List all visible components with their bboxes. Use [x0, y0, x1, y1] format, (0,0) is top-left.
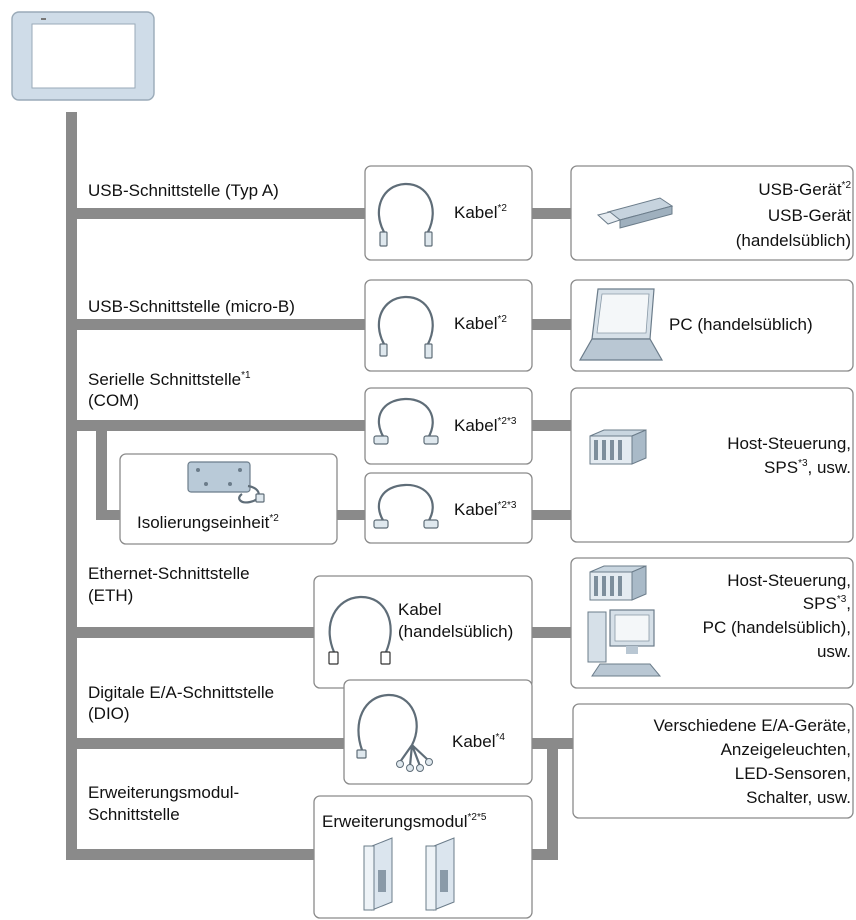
serial-cable-icon: [373, 483, 439, 529]
usb-cable-icon: [377, 295, 434, 359]
com-cable-box-1: Kabel*2*3: [364, 387, 533, 465]
dio-interface-label: Digitale E/A-Schnittstelle: [88, 683, 274, 702]
plc-eth-label: SPS*3,: [803, 594, 851, 613]
usb-a-interface-label: USB-Schnittstelle (Typ A): [88, 181, 279, 200]
dio-cable-icon: [356, 693, 433, 772]
host-controller-com-box: Host-Steuerung, SPS*3, usw.: [570, 387, 854, 543]
ethernet-cable-sublabel: (handelsüblich): [398, 622, 513, 641]
expansion-interface-label: Erweiterungsmodul-: [88, 783, 239, 802]
plc-label: SPS*3, usw.: [764, 458, 851, 477]
isolation-unit-icon: [187, 461, 265, 504]
io-devices-label-4: Schalter, usw.: [746, 788, 851, 807]
usb-micro-interface-label: USB-Schnittstelle (micro-B): [88, 297, 295, 316]
host-controller-eth-label: Host-Steuerung,: [727, 571, 851, 590]
usb-device-label: USB-Gerät*2: [758, 180, 851, 199]
plc-icon: [589, 429, 647, 465]
usb-micro-cable-label: Kabel*2: [454, 314, 507, 333]
pc-label: PC (handelsüblich): [669, 315, 813, 334]
io-devices-label-1: Verschiedene E/A-Geräte,: [653, 716, 851, 735]
laptop-icon: [578, 288, 664, 361]
usb-a-cable-box: Kabel*2: [364, 165, 533, 261]
plc-icon: [589, 565, 647, 601]
isolation-unit-box: Isolierungseinheit*2: [119, 453, 338, 545]
ethernet-cable-icon: [328, 595, 392, 665]
com-cable-label-2: Kabel*2*3: [454, 500, 517, 519]
usb-cable-icon: [377, 182, 434, 247]
expansion-module-box: Erweiterungsmodul*2*5: [313, 795, 533, 919]
host-controller-eth-box: Host-Steuerung, SPS*3, PC (handelsüblich…: [570, 557, 854, 689]
usb-micro-cable-box: Kabel*2: [364, 279, 533, 372]
com-cable-label-1: Kabel*2*3: [454, 416, 517, 435]
serial-cable-icon: [373, 397, 439, 445]
com-cable-box-2: Kabel*2*3: [364, 472, 533, 544]
io-devices-label-3: LED-Sensoren,: [735, 764, 851, 783]
dio-interface-sublabel: (DIO): [88, 704, 130, 723]
usb-stick-icon: [596, 197, 674, 229]
ethernet-cable-box: Kabel (handelsüblich): [313, 575, 533, 689]
expansion-interface-sublabel: Schnittstelle: [88, 805, 180, 824]
pc-eth-label: PC (handelsüblich),: [703, 618, 851, 637]
dio-cable-box: Kabel*4: [343, 679, 533, 785]
ethernet-cable-label: Kabel: [398, 600, 441, 619]
usb-device-label-2: USB-Gerät: [768, 206, 851, 225]
isolation-unit-label: Isolierungseinheit*2: [137, 513, 279, 532]
main-bus: [66, 112, 576, 860]
serial-interface-sublabel: (COM): [88, 391, 139, 410]
pc-device-box: PC (handelsüblich): [570, 279, 854, 372]
etc-eth-label: usw.: [817, 642, 851, 661]
expansion-module-icon: [363, 837, 455, 911]
dio-cable-label: Kabel*4: [452, 732, 505, 751]
ethernet-interface-label: Ethernet-Schnittstelle: [88, 564, 250, 583]
ethernet-interface-sublabel: (ETH): [88, 586, 133, 605]
usb-device-box: USB-Gerät*2 USB-Gerät (handelsüblich): [570, 165, 854, 261]
usb-a-cable-label: Kabel*2: [454, 203, 507, 222]
serial-interface-label: Serielle Schnittstelle*1: [88, 370, 251, 389]
io-devices-label-2: Anzeigeleuchten,: [721, 740, 851, 759]
host-controller-label: Host-Steuerung,: [727, 434, 851, 453]
desktop-pc-icon: [587, 609, 662, 677]
display-unit-icon: [11, 11, 155, 101]
usb-device-label-3: (handelsüblich): [736, 231, 851, 250]
io-devices-box: Verschiedene E/A-Geräte, Anzeigeleuchten…: [572, 703, 854, 819]
expansion-module-label: Erweiterungsmodul*2*5: [322, 812, 487, 831]
